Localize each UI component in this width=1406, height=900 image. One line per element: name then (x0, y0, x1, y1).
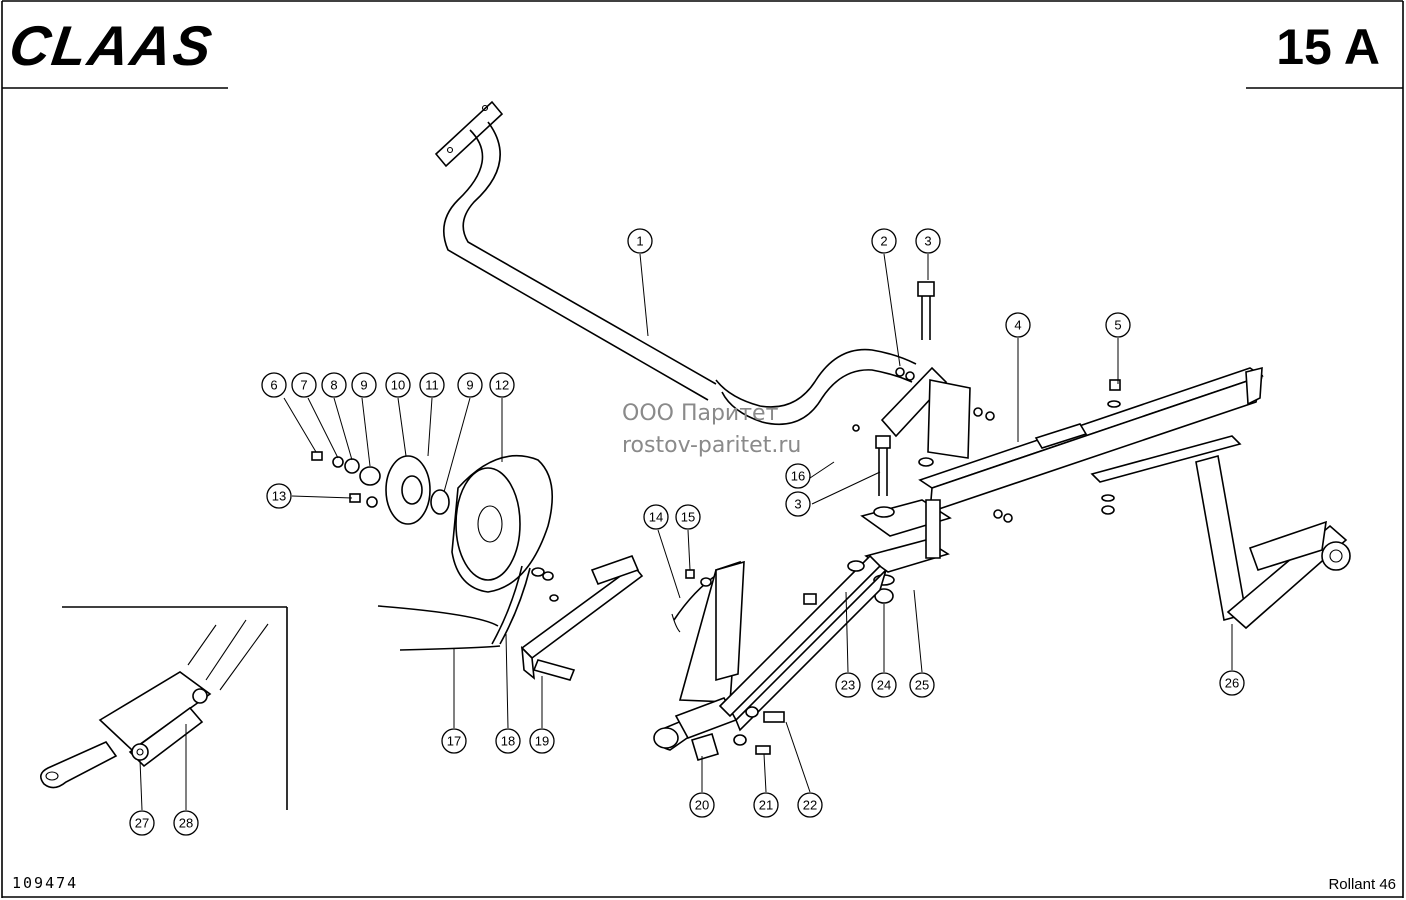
svg-text:15: 15 (681, 510, 695, 525)
callout-3-lower: 3 (785, 491, 811, 517)
model-name: Rollant 46 (1328, 876, 1396, 893)
svg-text:22: 22 (803, 798, 817, 813)
svg-text:3: 3 (794, 497, 801, 512)
callout-3-upper: 3 (915, 228, 941, 254)
svg-text:9: 9 (360, 378, 367, 393)
callout-14: 14 (643, 504, 669, 530)
watermark-company: ООО Паритет (622, 401, 779, 426)
callout-12: 12 (489, 372, 515, 398)
callout-28: 28 (173, 810, 199, 836)
svg-text:9: 9 (466, 378, 473, 393)
svg-text:19: 19 (535, 734, 549, 749)
svg-text:23: 23 (841, 678, 855, 693)
svg-text:2: 2 (880, 234, 887, 249)
callout-16: 16 (785, 463, 811, 489)
callout-17: 17 (441, 728, 467, 754)
watermark: ООО Паритет rostov-paritet.ru (622, 398, 801, 462)
svg-text:16: 16 (791, 469, 805, 484)
svg-text:4: 4 (1014, 318, 1021, 333)
callout-24: 24 (871, 672, 897, 698)
watermark-url: rostov-paritet.ru (622, 433, 802, 458)
svg-text:5: 5 (1114, 318, 1121, 333)
svg-text:21: 21 (759, 798, 773, 813)
callout-18: 18 (495, 728, 521, 754)
svg-text:8: 8 (330, 378, 337, 393)
detail-inset (40, 606, 288, 810)
callout-19: 19 (529, 728, 555, 754)
callout-27: 27 (129, 810, 155, 836)
callout-11: 11 (419, 372, 445, 398)
callout-1: 1 (627, 228, 653, 254)
callout-9-left: 9 (351, 372, 377, 398)
svg-text:3: 3 (924, 234, 931, 249)
svg-text:10: 10 (391, 378, 405, 393)
svg-text:25: 25 (915, 678, 929, 693)
svg-text:12: 12 (495, 378, 509, 393)
svg-text:27: 27 (135, 816, 149, 831)
page-code: 15 A (1276, 19, 1380, 75)
lower-parts-center (653, 554, 887, 761)
bracket-assembly (852, 281, 995, 496)
callout-4: 4 (1005, 312, 1031, 338)
callout-20: 20 (689, 792, 715, 818)
svg-text:20: 20 (695, 798, 709, 813)
callout-23: 23 (835, 672, 861, 698)
callout-26: 26 (1219, 670, 1245, 696)
callout-2: 2 (871, 228, 897, 254)
leader-lines (139, 253, 1233, 811)
callout-9-right: 9 (457, 372, 483, 398)
svg-text:26: 26 (1225, 676, 1239, 691)
callout-22: 22 (797, 792, 823, 818)
callout-10: 10 (385, 372, 411, 398)
svg-text:6: 6 (270, 378, 277, 393)
svg-text:14: 14 (649, 510, 663, 525)
svg-text:1: 1 (636, 234, 643, 249)
svg-text:11: 11 (425, 378, 439, 393)
lower-parts-left (377, 554, 644, 681)
svg-text:17: 17 (447, 734, 461, 749)
svg-text:24: 24 (877, 678, 891, 693)
svg-text:7: 7 (300, 378, 307, 393)
drawing-number: 109474 (12, 874, 79, 892)
callout-15: 15 (675, 504, 701, 530)
svg-text:18: 18 (501, 734, 515, 749)
svg-text:28: 28 (179, 816, 193, 831)
callout-6: 6 (261, 372, 287, 398)
callout-25: 25 (909, 672, 935, 698)
callout-8: 8 (321, 372, 347, 398)
part-26-support-stand (1090, 435, 1351, 630)
callout-5: 5 (1105, 312, 1131, 338)
part-4-drawbar-beam (860, 366, 1264, 604)
callout-7: 7 (291, 372, 317, 398)
callout-13: 13 (266, 483, 292, 509)
svg-text:13: 13 (272, 489, 286, 504)
hub-disc-assembly (311, 451, 554, 593)
callout-21: 21 (753, 792, 779, 818)
part-1-tube (434, 100, 917, 426)
